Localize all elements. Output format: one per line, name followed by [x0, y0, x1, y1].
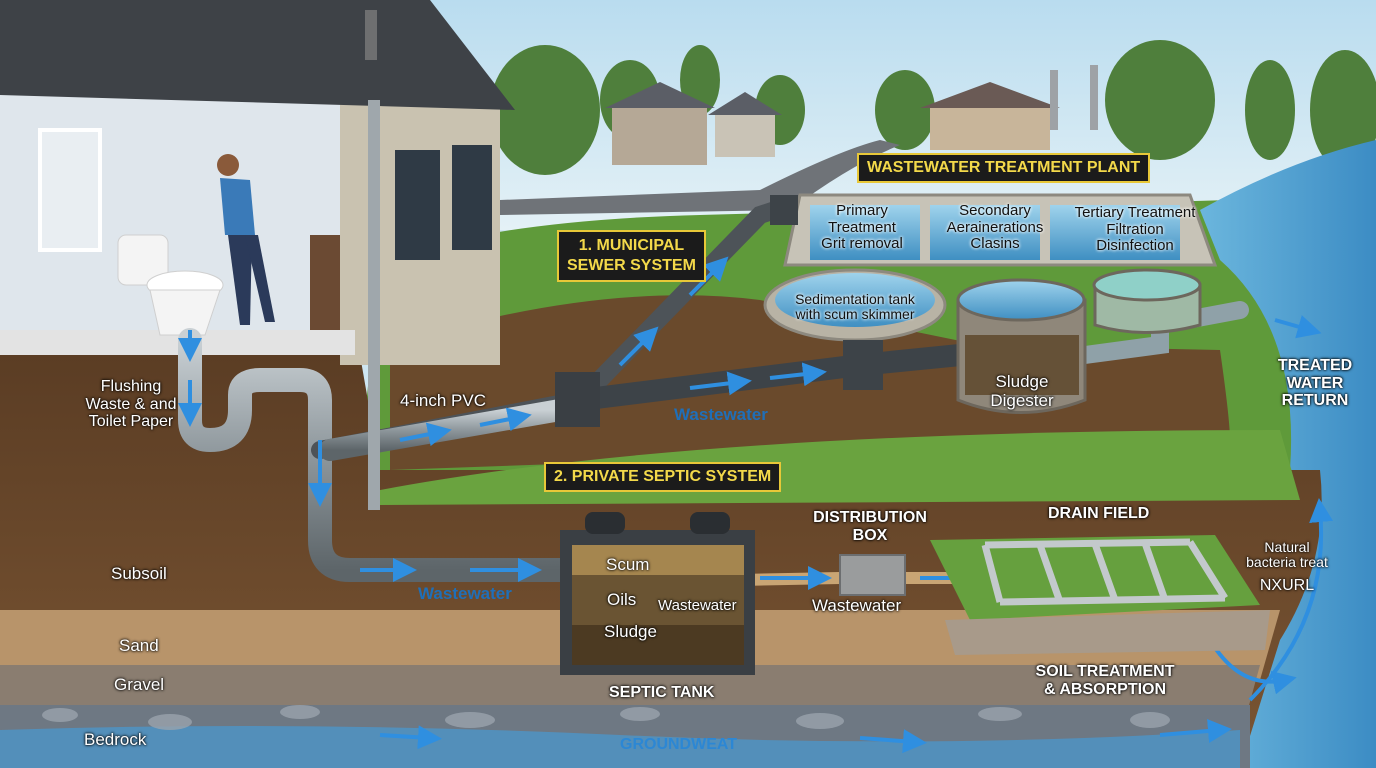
septic-tank — [560, 512, 755, 675]
drain-field — [930, 535, 1270, 655]
private-septic-label: 2. PRIVATE SEPTIC SYSTEM — [544, 462, 782, 492]
drain-field-label: DRAIN FIELD — [1048, 505, 1150, 522]
scum-label: Scum — [606, 555, 650, 574]
gravel-label: Gravel — [114, 675, 165, 694]
distribution-box — [839, 554, 906, 596]
tertiary-treatment-label: Tertiary Treatment Filtration Disinfecti… — [1074, 204, 1196, 254]
background-houses — [605, 65, 1098, 165]
wastewater-pipe-label: Wastewater — [418, 584, 512, 603]
treated-water-return-label: TREATED WATER RETURN — [1277, 357, 1353, 410]
primary-treatment-label: Primary Treatment Grit removal — [821, 202, 903, 252]
treatment-plant — [555, 193, 1218, 427]
sludge-label: Sludge — [604, 622, 657, 641]
septic-tank-label: SEPTIC TANK — [609, 684, 715, 701]
treatment-plant-label: WASTEWATER TREATMENT PLANT — [857, 153, 1151, 183]
sludge-digester-label: Sludge Digester — [990, 372, 1054, 410]
sedimentation-tank-label: Sedimentation tank with scum skimmer — [795, 291, 915, 323]
municipal-line-1: 1. MUNICIPAL — [578, 237, 685, 254]
municipal-line-2: SEWER SYSTEM — [567, 257, 696, 274]
oils-label: Oils — [607, 590, 637, 609]
house — [0, 0, 515, 365]
bedrock-label: Bedrock — [84, 730, 147, 749]
pvc-label: 4-inch PVC — [400, 391, 486, 410]
groundwater-label: GROUNDWEAT — [620, 736, 738, 753]
distribution-box-label: DISTRIBUTION BOX — [813, 509, 927, 544]
person-figure — [217, 154, 275, 325]
toilet — [117, 234, 224, 336]
background-trees — [490, 40, 1376, 175]
sand-label: Sand — [119, 636, 159, 655]
wastewater-tank-label: Wastewater — [658, 597, 737, 614]
secondary-treatment-label: Secondary Aerainerations Clasins — [946, 202, 1044, 252]
wastewater-box-label: Wastewater — [812, 596, 902, 615]
municipal-sewer-label: 1. MUNICIPAL SEWER SYSTEM — [557, 230, 706, 282]
soil-treatment-label: SOIL TREATMENT & ABSORPTION — [1035, 663, 1175, 698]
wastewater-sewer-label: Wastewater — [674, 405, 768, 424]
flushing-label: Flushing Waste & and Toilet Paper — [85, 378, 177, 431]
bacteria-label: Natural bacteria treat NXURL — [1246, 539, 1328, 594]
subsoil-label: Subsoil — [111, 564, 167, 583]
